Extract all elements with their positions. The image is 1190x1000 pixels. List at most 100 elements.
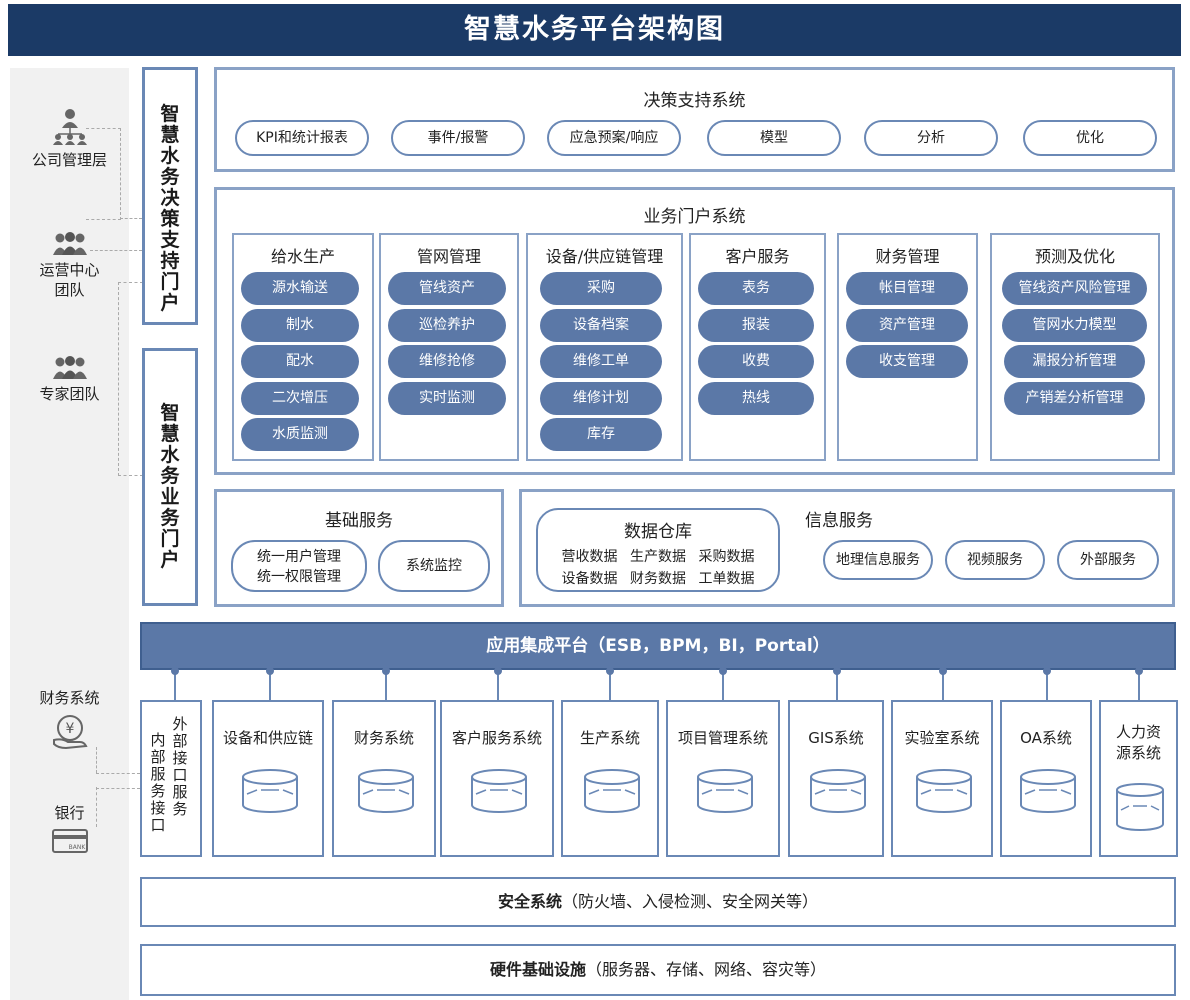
- system-label: 设备和供应链: [222, 729, 313, 747]
- item-inventory[interactable]: 库存: [540, 418, 662, 451]
- hardware-title: 硬件基础设施: [489, 960, 586, 979]
- system-customer-service[interactable]: 客户服务系统: [440, 700, 554, 857]
- user-permission-mgmt[interactable]: 统一用户管理 统一权限管理: [231, 540, 367, 592]
- security-system[interactable]: 安全系统（防火墙、入侵检测、安全网关等）: [140, 877, 1176, 927]
- system-equipment-supply[interactable]: 设备和供应链: [212, 700, 324, 857]
- item-installation[interactable]: 报装: [698, 309, 814, 342]
- system-label: GIS系统: [808, 729, 864, 747]
- business-portal[interactable]: 智慧水务业务门户: [142, 348, 198, 606]
- connector-line: [609, 670, 611, 700]
- user-mgmt-label: 统一用户管理: [257, 549, 341, 565]
- decision-item-kpi[interactable]: KPI和统计报表: [235, 120, 369, 156]
- actor-bank: 银行 BANK: [10, 803, 129, 857]
- item-raw-water[interactable]: 源水输送: [241, 272, 359, 305]
- connector-dot: [266, 667, 274, 675]
- column-title: 客户服务: [725, 247, 790, 266]
- item-leak-analysis[interactable]: 漏报分析管理: [1004, 345, 1145, 378]
- decision-support-title: 决策支持系统: [643, 91, 746, 111]
- connector-line: [942, 670, 944, 700]
- connector-dot: [171, 667, 179, 675]
- system-finance[interactable]: 财务系统: [332, 700, 436, 857]
- connector-dot: [606, 667, 614, 675]
- system-laboratory[interactable]: 实验室系统: [891, 700, 993, 857]
- actor-finance-label: 财务系统: [39, 689, 100, 707]
- decision-item-analysis[interactable]: 分析: [864, 120, 998, 156]
- item-pipe-assets[interactable]: 管线资产: [388, 272, 506, 305]
- connector-dot: [1043, 667, 1051, 675]
- item-water-making[interactable]: 制水: [241, 309, 359, 342]
- connector-ops: [90, 250, 142, 251]
- item-nrw-analysis[interactable]: 产销差分析管理: [1004, 382, 1145, 415]
- item-revenue-expense[interactable]: 收支管理: [846, 345, 968, 378]
- decision-item-event[interactable]: 事件/报警: [391, 120, 525, 156]
- item-repair[interactable]: 维修抢修: [388, 345, 506, 378]
- decision-item-emergency[interactable]: 应急预案/响应: [547, 120, 681, 156]
- item-booster[interactable]: 二次增压: [241, 382, 359, 415]
- column-pipe-network: 管网管理 管线资产 巡检养护 维修抢修 实时监测: [379, 233, 519, 461]
- database-icon: [1116, 783, 1164, 831]
- system-monitor[interactable]: 系统监控: [378, 540, 490, 592]
- system-project-mgmt[interactable]: 项目管理系统: [666, 700, 780, 857]
- item-asset-mgmt[interactable]: 资产管理: [846, 309, 968, 342]
- item-water-quality[interactable]: 水质监测: [241, 418, 359, 451]
- column-supply-chain: 设备/供应链管理 采购 设备档案 维修工单 维修计划 库存: [526, 233, 683, 461]
- item-accounts[interactable]: 帐目管理: [846, 272, 968, 305]
- gis-service[interactable]: 地理信息服务: [823, 540, 933, 580]
- connector-experts: [118, 282, 143, 476]
- warehouse-row-2: 设备数据 财务数据 工单数据: [538, 568, 778, 588]
- warehouse-data-item: 营收数据: [561, 549, 618, 565]
- actor-ops-label-1: 运营中心: [39, 261, 100, 279]
- interface-services[interactable]: 内部服务接口 外部接口服务: [140, 700, 202, 857]
- column-forecast: 预测及优化 管线资产风险管理 管网水力模型 漏报分析管理 产销差分析管理: [990, 233, 1160, 461]
- system-hr[interactable]: 人力资 源系统: [1099, 700, 1178, 857]
- item-monitoring[interactable]: 实时监测: [388, 382, 506, 415]
- warehouse-row-1: 营收数据 生产数据 采购数据: [538, 546, 778, 566]
- decision-portal[interactable]: 智慧水务决策支持门户: [142, 67, 198, 325]
- hr-label-1: 人力资: [1115, 723, 1161, 741]
- column-title: 财务管理: [875, 247, 940, 266]
- system-production[interactable]: 生产系统: [561, 700, 659, 857]
- actor-company-label: 公司管理层: [31, 151, 107, 169]
- item-hydraulic-model[interactable]: 管网水力模型: [1002, 309, 1147, 342]
- decision-item-model[interactable]: 模型: [707, 120, 841, 156]
- warehouse-data-item: 采购数据: [698, 549, 755, 565]
- warehouse-data-item: 设备数据: [561, 571, 618, 587]
- data-warehouse[interactable]: 数据仓库 营收数据 生产数据 采购数据 设备数据 财务数据 工单数据: [536, 508, 780, 592]
- item-purchase[interactable]: 采购: [540, 272, 662, 305]
- item-hotline[interactable]: 热线: [698, 382, 814, 415]
- system-oa[interactable]: OA系统: [1000, 700, 1092, 857]
- hardware-detail: （服务器、存储、网络、容灾等）: [586, 960, 827, 979]
- system-label: 实验室系统: [904, 729, 980, 747]
- item-maintenance-plan[interactable]: 维修计划: [540, 382, 662, 415]
- connector-line: [1046, 670, 1048, 700]
- system-label: 人力资 源系统: [1101, 722, 1176, 764]
- warehouse-data-item: 生产数据: [630, 549, 686, 565]
- video-service[interactable]: 视频服务: [945, 540, 1045, 580]
- hardware-infrastructure[interactable]: 硬件基础设施（服务器、存储、网络、容灾等）: [140, 944, 1176, 996]
- integration-platform[interactable]: 应用集成平台（ESB，BPM，BI，Portal）: [140, 622, 1176, 670]
- system-gis[interactable]: GIS系统: [788, 700, 884, 857]
- connector-dot: [1135, 667, 1143, 675]
- yen-hand-icon: ¥: [52, 715, 88, 750]
- item-pipe-risk[interactable]: 管线资产风险管理: [1002, 272, 1147, 305]
- item-distribution[interactable]: 配水: [241, 345, 359, 378]
- item-inspection[interactable]: 巡检养护: [388, 309, 506, 342]
- external-service[interactable]: 外部服务: [1057, 540, 1159, 580]
- decision-item-optimize[interactable]: 优化: [1023, 120, 1157, 156]
- actor-experts: 专家团队: [10, 356, 129, 404]
- decision-support-section: 决策支持系统 KPI和统计报表 事件/报警 应急预案/响应 模型 分析 优化: [214, 67, 1175, 172]
- actor-company: 公司管理层: [10, 108, 129, 170]
- permission-mgmt-label: 统一权限管理: [257, 569, 341, 585]
- item-work-order[interactable]: 维修工单: [540, 345, 662, 378]
- system-label: OA系统: [1020, 729, 1072, 747]
- column-water-production: 给水生产 源水输送 制水 配水 二次增压 水质监测: [232, 233, 374, 461]
- actor-panel: [10, 68, 129, 1000]
- database-icon: [471, 769, 527, 813]
- item-billing[interactable]: 收费: [698, 345, 814, 378]
- item-meters[interactable]: 表务: [698, 272, 814, 305]
- connector-line: [269, 670, 271, 700]
- decision-portal-label: 智慧水务决策支持门户: [160, 103, 180, 314]
- connector-dot: [939, 667, 947, 675]
- connector-line: [385, 670, 387, 700]
- item-equipment-records[interactable]: 设备档案: [540, 309, 662, 342]
